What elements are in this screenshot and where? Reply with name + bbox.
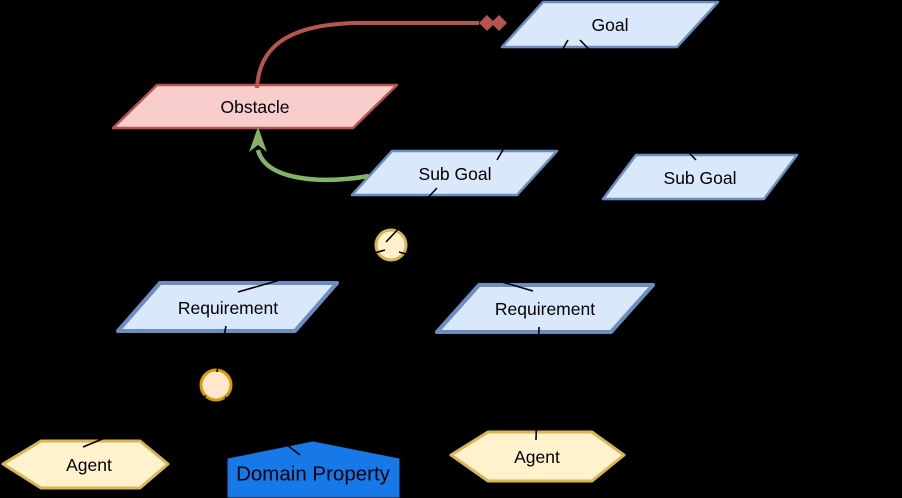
node-agent-right[interactable]: Agent bbox=[449, 430, 626, 483]
node-domain-property[interactable]: Domain Property bbox=[227, 441, 400, 498]
edge-subgoal-circle1[interactable] bbox=[385, 187, 438, 243]
goal-shape[interactable] bbox=[500, 0, 720, 49]
subgoal-right-shape[interactable] bbox=[601, 153, 799, 201]
edge-requirement-circle2[interactable] bbox=[216, 325, 227, 373]
requirement-right-shape[interactable] bbox=[435, 283, 655, 334]
subgoal-left-label: Sub Goal bbox=[419, 164, 492, 184]
edge-goal-subgoal-right[interactable] bbox=[579, 39, 697, 161]
node-requirement-right[interactable]: Requirement bbox=[435, 283, 655, 334]
edge-circle2-agent-left[interactable] bbox=[82, 395, 207, 448]
node-agent-left[interactable]: Agent bbox=[1, 439, 170, 490]
edge-circle1-requirement-left[interactable] bbox=[237, 249, 386, 293]
refinement-circle-2[interactable] bbox=[199, 368, 233, 402]
obstruction-diamond-1 bbox=[479, 15, 495, 31]
requirement-left-label: Requirement bbox=[178, 298, 278, 318]
domain-property-shape[interactable] bbox=[227, 441, 400, 498]
agent-left-shape[interactable] bbox=[1, 439, 170, 490]
edge-requirement-agent-right[interactable] bbox=[535, 326, 540, 441]
refinement-edges bbox=[82, 39, 697, 456]
agent-left-label: Agent bbox=[66, 455, 112, 475]
requirement-right-label: Requirement bbox=[495, 299, 595, 319]
subgoal-left-shape[interactable] bbox=[350, 149, 559, 197]
obstacle-label: Obstacle bbox=[220, 97, 289, 117]
obstacle-shape[interactable] bbox=[111, 83, 399, 130]
obstruction-curve[interactable] bbox=[255, 21, 479, 89]
agent-right-shape[interactable] bbox=[449, 430, 626, 483]
node-obstacle[interactable]: Obstacle bbox=[111, 83, 399, 130]
refinement-circle-1[interactable] bbox=[374, 228, 408, 262]
edge-circle2-domain-property[interactable] bbox=[224, 396, 301, 456]
edge-goal-subgoal-left[interactable] bbox=[496, 39, 569, 161]
obstruction-diamond-2 bbox=[491, 15, 507, 31]
node-goal[interactable]: Goal bbox=[500, 0, 720, 49]
resolution-arrowhead-icon bbox=[249, 127, 267, 152]
edge-circle1-requirement-right[interactable] bbox=[398, 251, 534, 292]
node-requirement-left[interactable]: Requirement bbox=[116, 281, 339, 333]
subgoal-right-label: Sub Goal bbox=[664, 168, 737, 188]
node-subgoal-left[interactable]: Sub Goal bbox=[350, 149, 559, 197]
goal-label: Goal bbox=[592, 15, 629, 35]
resolution-edge[interactable] bbox=[249, 127, 370, 182]
resolution-curve[interactable] bbox=[255, 149, 370, 182]
domain-property-label: Domain Property bbox=[236, 463, 391, 486]
node-subgoal-right[interactable]: Sub Goal bbox=[601, 153, 799, 201]
obstruction-edge[interactable] bbox=[255, 15, 507, 89]
agent-right-label: Agent bbox=[514, 447, 560, 467]
requirement-left-shape[interactable] bbox=[116, 281, 339, 333]
